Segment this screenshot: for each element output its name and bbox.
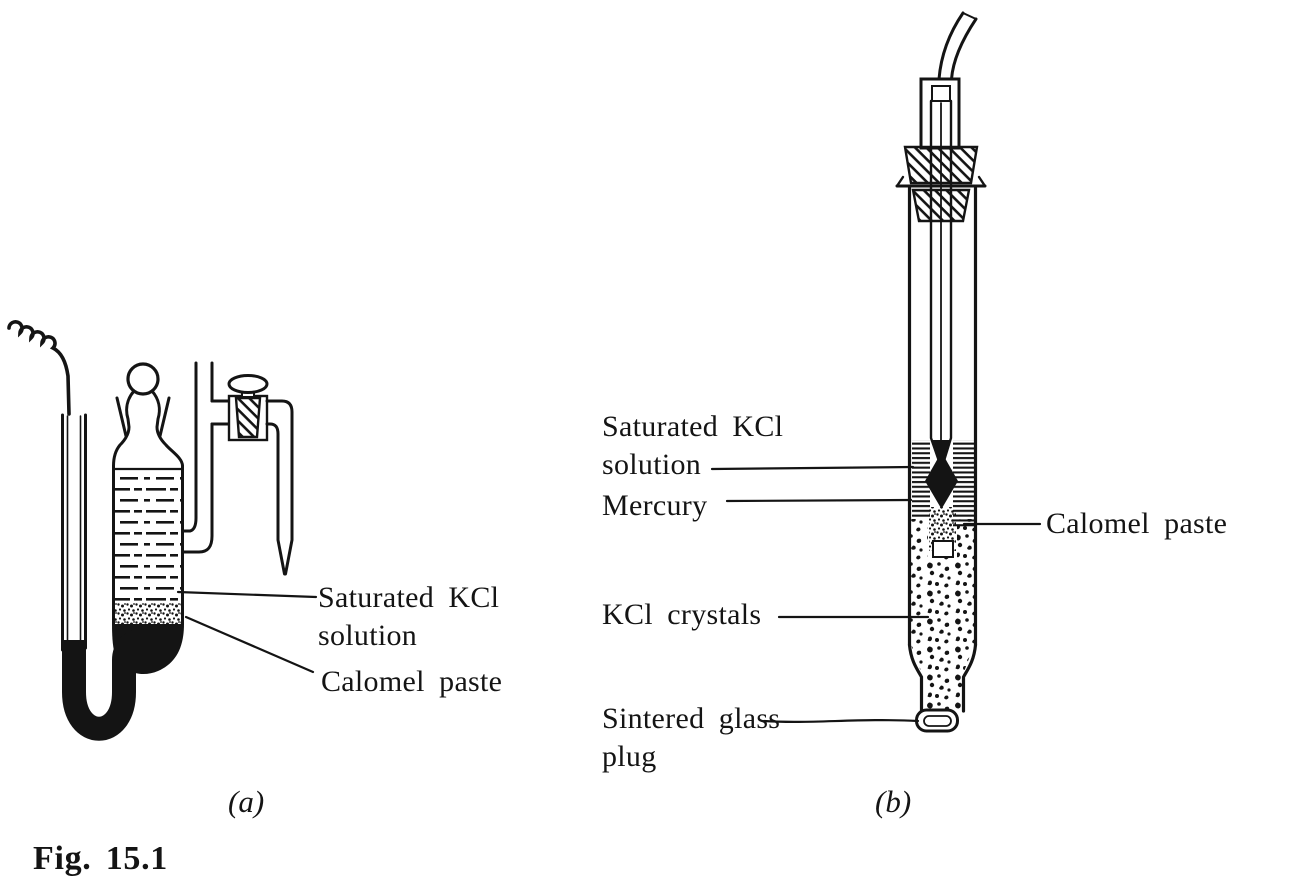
stopcock-handle-a bbox=[227, 374, 269, 394]
lead-wire-coil-a bbox=[7, 320, 71, 416]
annotation-b-kcl-crystals: KCl crystals bbox=[602, 598, 762, 631]
bung-b bbox=[903, 145, 979, 185]
figure-caption: Fig. 15.1 bbox=[33, 840, 168, 877]
leader-a-saturated bbox=[176, 590, 318, 599]
electrode-b-drawing bbox=[710, 11, 1042, 733]
leader-b-sintered bbox=[762, 719, 920, 723]
leader-b-saturated bbox=[710, 465, 915, 471]
annotation-a-calomel-paste: Calomel paste bbox=[321, 665, 503, 698]
leader-a-calomel bbox=[184, 615, 315, 674]
annotation-b-saturated-kcl: Saturated KCl solution bbox=[602, 410, 784, 482]
glass-stopper-a bbox=[126, 362, 160, 396]
panel-b-label: (b) bbox=[875, 784, 912, 819]
lead-wire-b bbox=[937, 11, 965, 81]
stopcock-a bbox=[227, 374, 269, 442]
leader-b-mercury bbox=[725, 498, 913, 503]
annotation-b-sintered-glass-plug: Sintered glass plug bbox=[602, 702, 781, 774]
annotation-b-mercury: Mercury bbox=[602, 489, 708, 522]
stopcock-plug-a bbox=[234, 396, 262, 439]
annotation-b-calomel-paste: Calomel paste bbox=[1046, 507, 1228, 540]
annotation-a-saturated-kcl: Saturated KCl solution bbox=[318, 581, 500, 653]
electrode-a-drawing bbox=[7, 320, 318, 741]
panel-a-label: (a) bbox=[228, 784, 265, 819]
